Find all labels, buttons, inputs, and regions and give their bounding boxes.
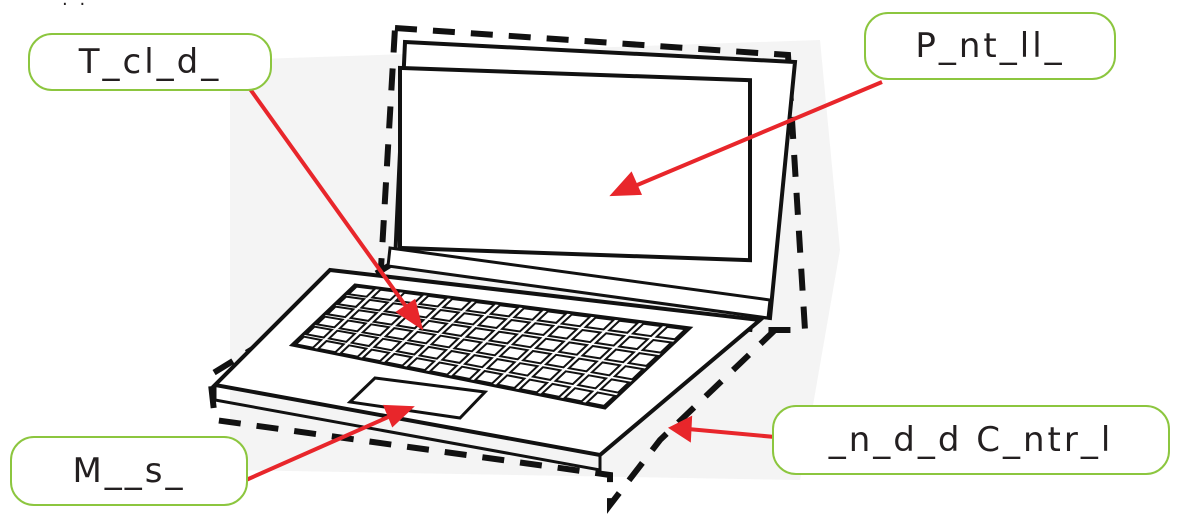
screen (400, 68, 750, 260)
cpu-label-text: _n_d_d C_ntr_l (829, 420, 1114, 460)
keyboard-label: T_cl_d_ (28, 33, 272, 91)
mouse-label: M__s_ (10, 436, 248, 506)
cropped-text-fragment: · · (62, 0, 132, 8)
mouse-label-text: M__s_ (72, 451, 185, 491)
screen-label-text: P_nt_ll_ (915, 26, 1064, 66)
screen-label: P_nt_ll_ (864, 12, 1116, 80)
keyboard-label-text: T_cl_d_ (79, 42, 222, 82)
cpu-label: _n_d_d C_ntr_l (772, 405, 1170, 475)
